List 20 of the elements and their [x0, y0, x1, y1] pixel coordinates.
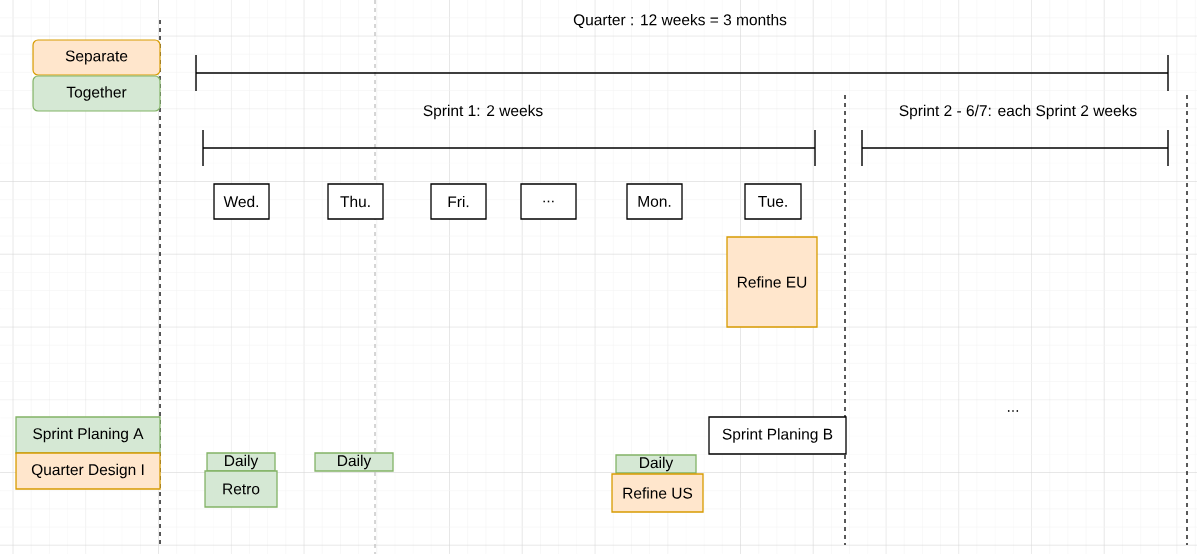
task-box: Refine EU [726, 236, 818, 328]
day-box: Wed. [213, 183, 270, 220]
ellipsis-label: ... [1007, 410, 1019, 412]
task-box: Quarter Design I [15, 452, 161, 490]
day-box: Thu. [327, 183, 384, 220]
task-box: Refine US [611, 473, 704, 513]
sprint-label: Sprint 2 - 6/7: each Sprint 2 weeks [899, 104, 1137, 120]
quarter-label: Quarter : 12 weeks = 3 months [573, 13, 787, 29]
sprint-label: Sprint 1: 2 weeks [423, 104, 543, 120]
task-box: Daily [314, 452, 394, 472]
legend-item: Separate [32, 39, 161, 76]
legend-item: Together [32, 75, 161, 112]
day-box: ... [520, 183, 577, 220]
day-box: Tue. [744, 183, 802, 220]
day-box: Mon. [626, 183, 683, 220]
task-box: Daily [615, 454, 697, 474]
task-box: Daily [206, 452, 276, 472]
task-box: Sprint Planing A [15, 416, 161, 454]
day-box: Sprint Planing B [708, 416, 847, 455]
day-box: Fri. [430, 183, 487, 220]
